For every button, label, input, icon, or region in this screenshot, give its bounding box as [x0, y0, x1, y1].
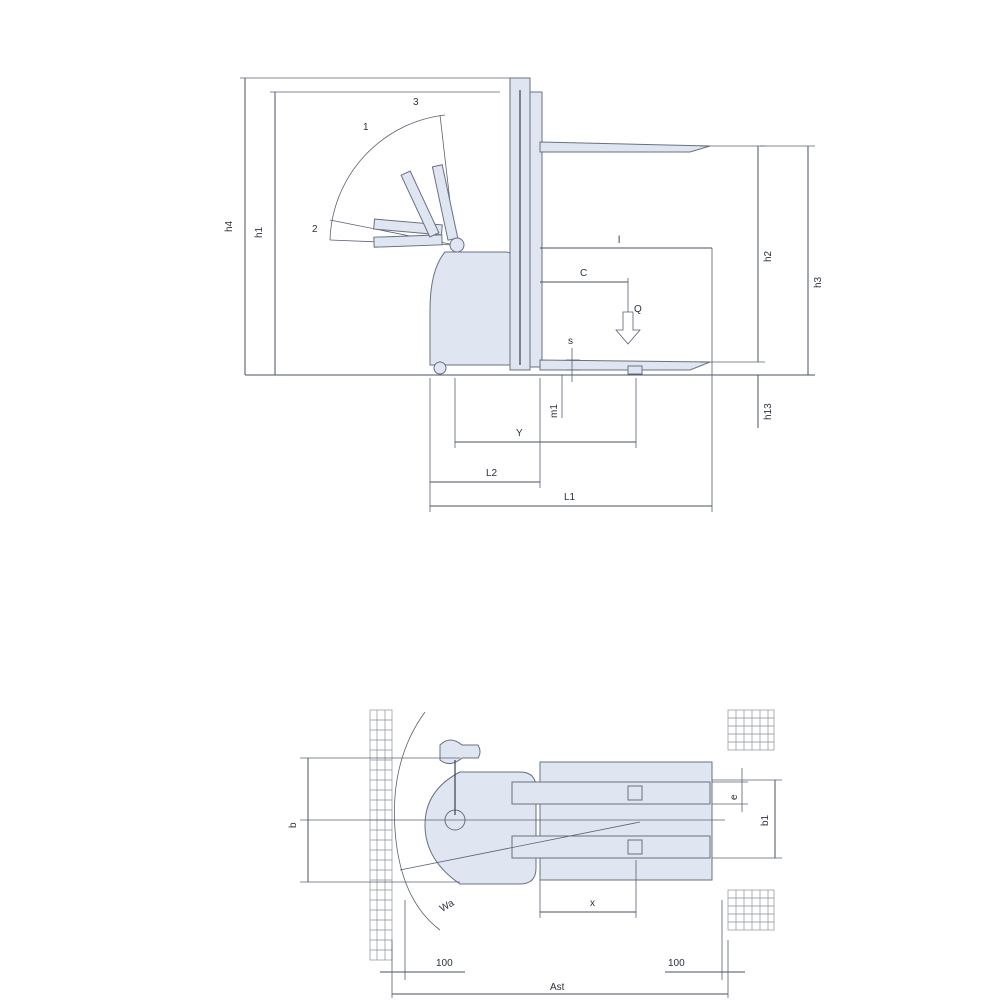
- dim-margin-left: 100: [380, 900, 465, 980]
- dim-b1: b1: [712, 779, 782, 859]
- dim-ast-label: Ast: [550, 982, 565, 993]
- dim-l-label: l: [618, 235, 620, 246]
- truck-body: [429, 251, 516, 366]
- load-roller-lower: [627, 839, 643, 855]
- dim-b: b: [288, 757, 460, 883]
- load-wheel: [627, 365, 643, 375]
- load-q-label: Q: [634, 304, 642, 315]
- dim-l2-label: L2: [486, 468, 498, 479]
- dim-y-label: Y: [516, 428, 523, 439]
- truck-body-top: [424, 771, 537, 885]
- dim-margin-right-label: 100: [668, 958, 685, 969]
- dim-m1-label: m1: [549, 404, 560, 418]
- dim-b1-label: b1: [760, 814, 771, 826]
- swing-line: [399, 821, 641, 871]
- fork-arm-lower: [511, 835, 711, 859]
- dim-h1-label: h1: [254, 226, 265, 238]
- load-roller-upper: [627, 785, 643, 801]
- pallet-grid-bottom-right: [727, 889, 775, 931]
- mast: [509, 77, 543, 371]
- load-area: [539, 761, 713, 881]
- dim-e: e: [712, 768, 748, 812]
- dim-h4-label: h4: [224, 220, 235, 232]
- dim-s: s: [566, 336, 580, 382]
- dim-h13-label: h13: [763, 403, 774, 420]
- dim-c: C: [540, 268, 629, 312]
- side-view: h4 h1 1 2 3: [224, 77, 824, 512]
- dim-x-label: x: [590, 898, 595, 909]
- turning-arc: [394, 711, 441, 931]
- dim-h2: h2: [700, 145, 774, 363]
- dim-s-label: s: [568, 336, 573, 347]
- dim-x: x: [539, 860, 637, 918]
- tiller-head-top: [439, 739, 481, 764]
- dim-h1: h1: [254, 91, 500, 375]
- dim-y: Y: [454, 378, 637, 448]
- fork-arm-upper: [511, 781, 711, 805]
- dim-wa-label: Wa: [438, 898, 457, 915]
- top-view: b b1 e x Wa 100: [288, 709, 782, 998]
- dim-h3: h3: [760, 145, 824, 375]
- lowered-fork: [539, 359, 711, 371]
- dim-margin-left-label: 100: [436, 958, 453, 969]
- load-arrow: Q: [615, 304, 642, 345]
- dim-h13: h13: [757, 375, 774, 428]
- dim-l1: L1: [430, 248, 713, 512]
- dim-h3-label: h3: [813, 276, 824, 288]
- dim-e-label: e: [729, 794, 740, 800]
- dim-h2-label: h2: [763, 250, 774, 262]
- handle-pos-1: 1: [363, 122, 369, 133]
- dim-l: l: [540, 235, 712, 249]
- raised-fork: [539, 141, 711, 153]
- dim-l1-label: L1: [564, 492, 576, 503]
- pallet-grid-top-right: [727, 709, 775, 751]
- drive-wheel: [433, 361, 447, 375]
- handle-pos-3: 3: [413, 97, 419, 108]
- dim-c-label: C: [580, 268, 587, 279]
- handle-pos-2: 2: [312, 224, 318, 235]
- dim-h4: h4: [224, 77, 510, 375]
- dim-margin-right: 100: [665, 900, 745, 980]
- tiller-handles: [373, 164, 465, 253]
- rack-grid-left: [369, 709, 393, 961]
- dim-ast: Ast: [391, 940, 729, 998]
- dim-b-label: b: [288, 822, 299, 828]
- dim-m1: m1: [549, 375, 563, 418]
- dim-l2: L2: [429, 378, 541, 512]
